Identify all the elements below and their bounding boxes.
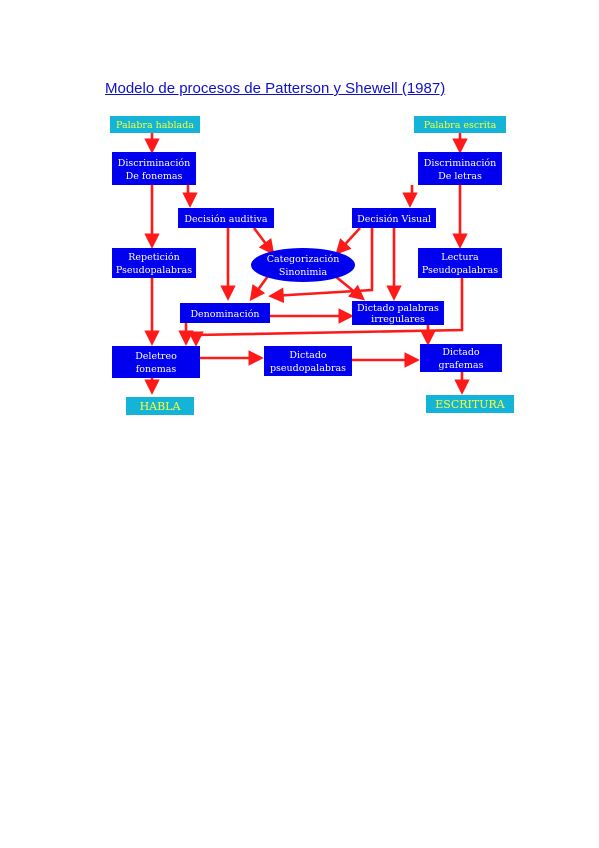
node-repeticion: Repetición Pseudopalabras (112, 248, 196, 278)
node-habla: HABLA (126, 397, 194, 415)
node-label: Sinonimia (279, 267, 328, 278)
node-label: Categorización (267, 254, 340, 265)
node-label: Dictado (289, 350, 327, 361)
node-palabra-escrita: Palabra escrita (414, 116, 506, 133)
node-label: Palabra hablada (116, 120, 194, 131)
node-label: Decisión Visual (357, 214, 431, 225)
node-discriminacion-letras: Discriminación De letras (418, 152, 502, 185)
arrow-categorizacion-dictado-irreg (334, 274, 366, 301)
node-decision-auditiva: Decisión auditiva (178, 208, 274, 228)
node-lectura: Lectura Pseudopalabras (418, 248, 502, 278)
node-label: Palabra escrita (424, 120, 497, 131)
node-label: fonemas (136, 364, 177, 375)
node-label: grafemas (439, 360, 484, 371)
arrow-categorizacion-denominacion (249, 275, 270, 302)
node-label: Discriminación (118, 158, 190, 169)
node-palabra-hablada: Palabra hablada (110, 116, 200, 133)
node-label: Lectura (441, 252, 479, 263)
node-label: Decisión auditiva (184, 214, 267, 225)
node-label: Dictado (442, 347, 480, 358)
node-label: De fonemas (126, 171, 183, 182)
node-label: Dictado palabras (357, 303, 439, 314)
node-dictado-pseudopalabras: Dictado pseudopalabras (264, 346, 352, 376)
node-categorizacion: Categorización Sinonimia (251, 248, 355, 282)
arrows (144, 133, 470, 395)
node-label: pseudopalabras (270, 363, 346, 374)
arrow-visual-categorizacion (335, 227, 361, 255)
node-label: HABLA (140, 400, 182, 413)
node-decision-visual: Decisión Visual (352, 208, 436, 228)
page-title: Modelo de procesos de Patterson y Shewel… (105, 80, 446, 97)
node-label: ESCRITURA (435, 398, 505, 411)
node-discriminacion-fonemas: Discriminación De fonemas (112, 152, 196, 185)
arrow-auditiva-categorizacion (252, 227, 275, 256)
node-label: irregulares (371, 314, 425, 325)
node-denominacion: Denominación (180, 303, 270, 323)
node-escritura: ESCRITURA (426, 395, 514, 413)
node-label: Discriminación (424, 158, 496, 169)
node-label: Repetición (128, 252, 180, 263)
node-label: Denominación (190, 309, 259, 320)
node-label: De letras (438, 171, 482, 182)
node-label: Deletreo (135, 351, 177, 362)
node-deletreo: Deletreo fonemas (112, 346, 200, 378)
node-dictado-grafemas: Dictado grafemas (420, 344, 502, 372)
arrow-lectura-deletreo (188, 278, 464, 347)
arrow-visual-denominacion (268, 228, 374, 304)
node-dictado-irregulares: Dictado palabras irregulares (352, 301, 444, 325)
arrow-discrim-decision-auditiva (182, 185, 198, 208)
node-label: Pseudopalabras (116, 265, 192, 276)
node-label: Pseudopalabras (422, 265, 498, 276)
arrow-discrim-decision-visual (402, 185, 418, 208)
